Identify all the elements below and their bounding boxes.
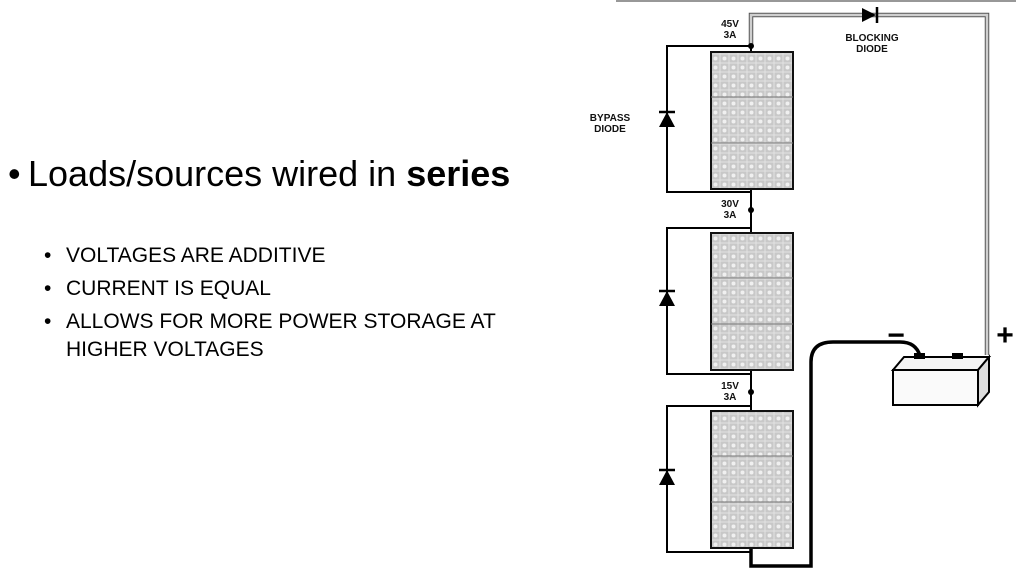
bypass-diode-label: BYPASS (590, 113, 631, 124)
list-item: • ALLOWS FOR MORE POWER STORAGE AT HIGHE… (44, 308, 514, 364)
battery-icon (890, 353, 992, 408)
point-text: ALLOWS FOR MORE POWER STORAGE AT HIGHER … (66, 310, 496, 361)
point-text: VOLTAGES ARE ADDITIVE (66, 244, 326, 267)
solar-panel (710, 410, 794, 549)
heading-emphasis: series (406, 153, 511, 194)
list-item: • CURRENT IS EQUAL (44, 275, 514, 303)
voltage-label-mid: 30V (721, 199, 739, 210)
bypass-diode-label: DIODE (594, 124, 626, 135)
voltage-label-top: 45V (721, 19, 739, 30)
bypass-diode (659, 227, 751, 375)
negative-wire (749, 340, 922, 568)
bypass-diode (659, 45, 751, 193)
current-label-mid: 3A (724, 210, 737, 221)
bullet-marker: • (44, 244, 52, 267)
point-text: CURRENT IS EQUAL (66, 277, 271, 300)
list-item: • VOLTAGES ARE ADDITIVE (44, 242, 514, 270)
solar-panel (710, 232, 794, 371)
blocking-diode-label: DIODE (856, 44, 888, 55)
sub-bullet-list: • VOLTAGES ARE ADDITIVE • CURRENT IS EQU… (44, 242, 514, 369)
voltage-label-bottom: 15V (721, 381, 739, 392)
bullet-marker: • (44, 277, 52, 300)
bypass-diode (659, 405, 751, 553)
positive-terminal-sign: + (996, 319, 1014, 352)
bullet-marker: • (44, 310, 52, 333)
blocking-diode-label: BLOCKING (845, 33, 899, 44)
current-label-top: 3A (724, 30, 737, 41)
blocking-diode (862, 7, 879, 23)
junction-dot (748, 207, 754, 213)
main-bullet: •Loads/sources wired in series (8, 152, 510, 196)
junction-dot (748, 43, 754, 49)
junction-dot (748, 389, 754, 395)
heading-text: Loads/sources wired in (28, 153, 407, 194)
current-label-bottom: 3A (724, 392, 737, 403)
solar-panel (710, 51, 794, 190)
bullet-marker: • (8, 153, 21, 194)
negative-terminal-sign: − (887, 319, 905, 352)
